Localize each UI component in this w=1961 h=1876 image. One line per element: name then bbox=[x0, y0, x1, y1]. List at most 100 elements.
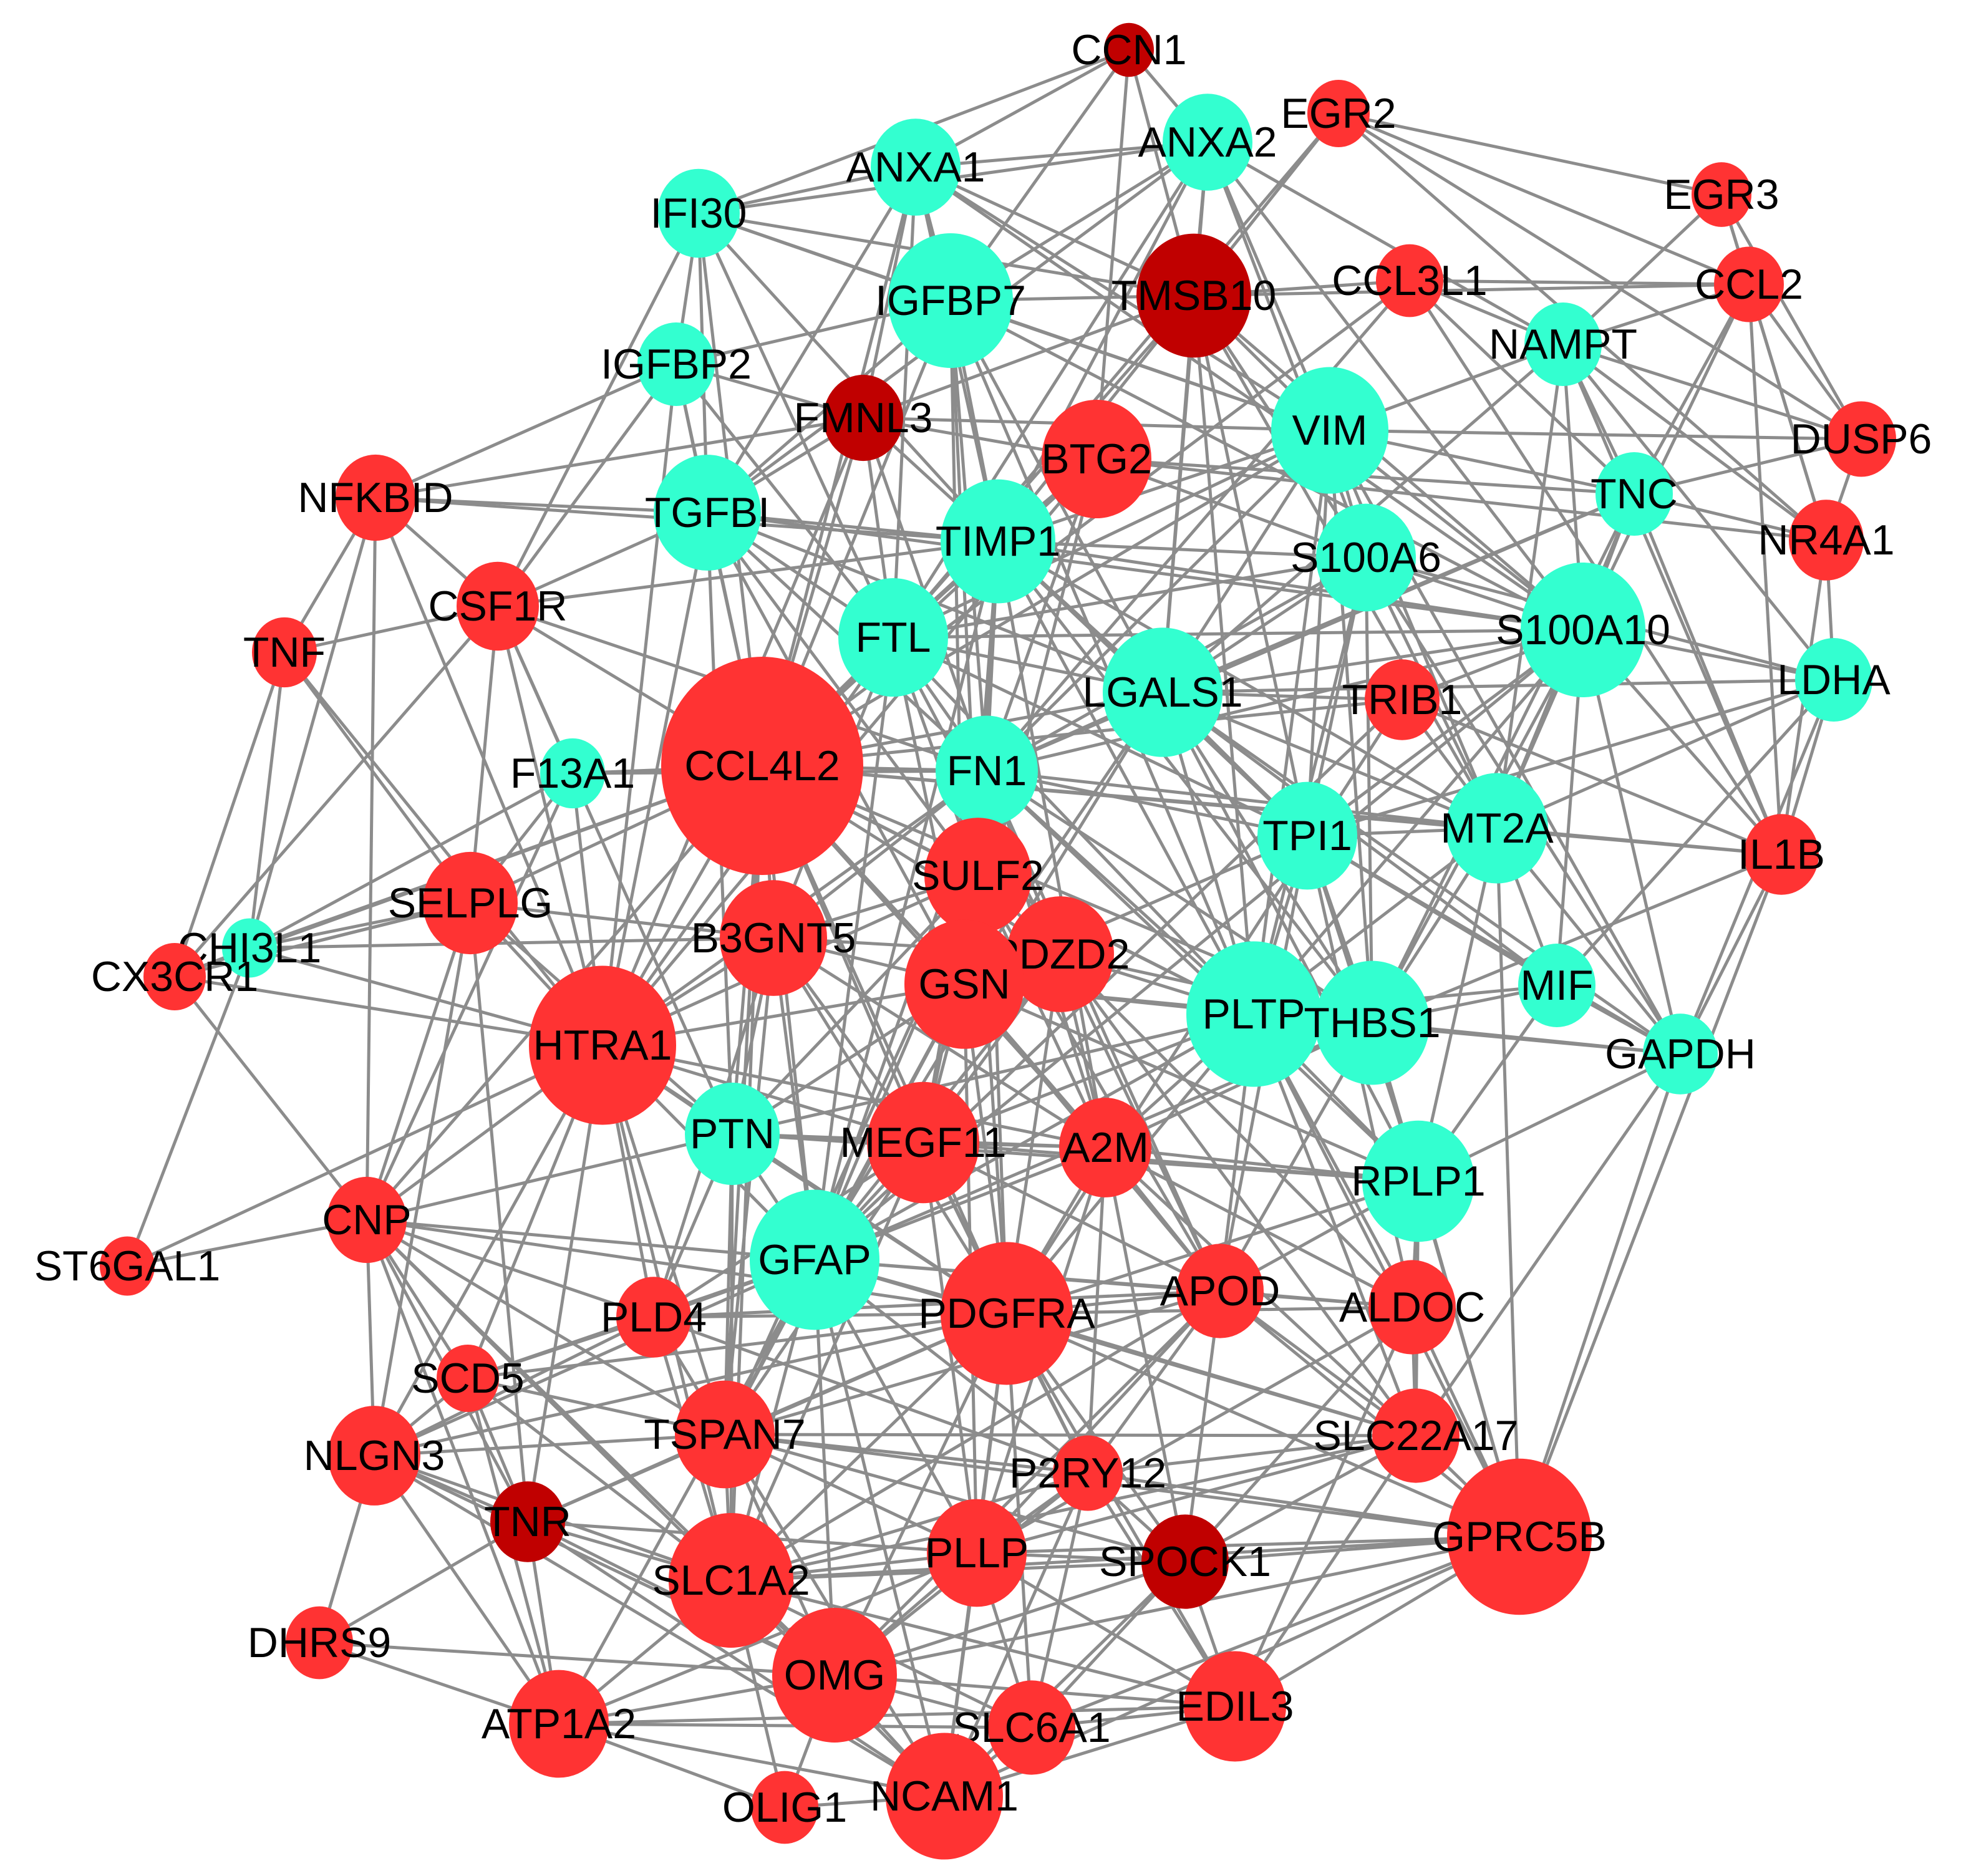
node-TNF[interactable]: TNF bbox=[243, 617, 326, 688]
node-CCL3L1[interactable]: CCL3L1 bbox=[1332, 244, 1488, 317]
node-circle[interactable] bbox=[437, 1345, 499, 1412]
node-ALDOC[interactable]: ALDOC bbox=[1339, 1260, 1485, 1355]
node-circle[interactable] bbox=[1376, 244, 1443, 317]
node-BTG2[interactable]: BTG2 bbox=[1041, 399, 1152, 519]
node-circle[interactable] bbox=[927, 1499, 1027, 1607]
node-circle[interactable] bbox=[669, 1513, 793, 1648]
node-circle[interactable] bbox=[1257, 781, 1357, 890]
node-circle[interactable] bbox=[1595, 452, 1673, 536]
node-RPLP1[interactable]: RPLP1 bbox=[1351, 1120, 1486, 1242]
node-circle[interactable] bbox=[904, 919, 1024, 1049]
node-circle[interactable] bbox=[143, 943, 206, 1010]
node-PTN[interactable]: PTN bbox=[685, 1082, 780, 1186]
node-THBS1[interactable]: THBS1 bbox=[1304, 960, 1441, 1085]
node-circle[interactable] bbox=[1184, 1651, 1286, 1762]
node-F13A1[interactable]: F13A1 bbox=[510, 738, 635, 809]
node-IFI30[interactable]: IFI30 bbox=[651, 168, 747, 258]
node-FTL[interactable]: FTL bbox=[838, 578, 948, 697]
node-circle[interactable] bbox=[457, 561, 539, 651]
node-MT2A[interactable]: MT2A bbox=[1440, 773, 1554, 884]
node-PDGFRA[interactable]: PDGFRA bbox=[918, 1242, 1095, 1385]
node-circle[interactable] bbox=[924, 818, 1032, 934]
node-CNP[interactable]: CNP bbox=[322, 1176, 412, 1264]
node-TPI1[interactable]: TPI1 bbox=[1257, 781, 1357, 890]
node-circle[interactable] bbox=[685, 1082, 780, 1186]
node-TNR[interactable]: TNR bbox=[484, 1481, 571, 1562]
node-SULF2[interactable]: SULF2 bbox=[912, 818, 1044, 934]
node-B3GNT5[interactable]: B3GNT5 bbox=[691, 880, 856, 996]
node-LDHA[interactable]: LDHA bbox=[1777, 638, 1891, 722]
node-VIM[interactable]: VIM bbox=[1271, 367, 1388, 494]
node-NLGN3[interactable]: NLGN3 bbox=[304, 1406, 445, 1506]
node-circle[interactable] bbox=[1042, 399, 1151, 519]
node-SELPLG[interactable]: SELPLG bbox=[388, 851, 553, 955]
node-S100A10[interactable]: S100A10 bbox=[1496, 563, 1670, 697]
node-circle[interactable] bbox=[1176, 1244, 1264, 1338]
node-circle[interactable] bbox=[1362, 1120, 1474, 1242]
node-circle[interactable] bbox=[886, 1733, 1003, 1860]
node-CCL4L2[interactable]: CCL4L2 bbox=[661, 657, 863, 875]
node-SCD5[interactable]: SCD5 bbox=[411, 1345, 525, 1412]
node-circle[interactable] bbox=[1446, 773, 1548, 884]
node-EGR3[interactable]: EGR3 bbox=[1663, 162, 1779, 227]
node-circle[interactable] bbox=[1368, 1260, 1456, 1355]
node-circle[interactable] bbox=[1059, 1098, 1151, 1197]
node-circle[interactable] bbox=[490, 1481, 565, 1562]
node-circle[interactable] bbox=[1372, 1388, 1460, 1483]
node-DUSP6[interactable]: DUSP6 bbox=[1791, 401, 1932, 477]
node-A2M[interactable]: A2M bbox=[1059, 1098, 1151, 1197]
node-circle[interactable] bbox=[988, 1680, 1075, 1775]
node-EGR2[interactable]: EGR2 bbox=[1281, 80, 1397, 147]
node-NFKBID[interactable]: NFKBID bbox=[298, 454, 453, 541]
node-circle[interactable] bbox=[772, 1608, 897, 1743]
node-LGALS1[interactable]: LGALS1 bbox=[1082, 627, 1243, 757]
node-circle[interactable] bbox=[657, 168, 740, 258]
node-circle[interactable] bbox=[1163, 94, 1252, 191]
node-ANXA1[interactable]: ANXA1 bbox=[846, 118, 985, 216]
node-circle[interactable] bbox=[100, 1236, 155, 1296]
node-circle[interactable] bbox=[327, 1176, 407, 1264]
node-circle[interactable] bbox=[1789, 500, 1864, 581]
node-circle[interactable] bbox=[1365, 659, 1440, 740]
node-SLC1A2[interactable]: SLC1A2 bbox=[652, 1513, 810, 1648]
node-circle[interactable] bbox=[750, 1189, 879, 1330]
node-circle[interactable] bbox=[1795, 638, 1872, 722]
node-CHI3L1[interactable]: CHI3L1 bbox=[178, 918, 322, 978]
node-circle[interactable] bbox=[1826, 401, 1896, 477]
node-CSF1R[interactable]: CSF1R bbox=[429, 561, 568, 651]
node-circle[interactable] bbox=[1186, 941, 1321, 1087]
node-TNC[interactable]: TNC bbox=[1591, 452, 1678, 536]
node-TRIB1[interactable]: TRIB1 bbox=[1342, 659, 1463, 740]
node-SLC22A17[interactable]: SLC22A17 bbox=[1314, 1388, 1519, 1483]
node-IGFBP2[interactable]: IGFBP2 bbox=[601, 322, 752, 406]
node-circle[interactable] bbox=[222, 918, 277, 978]
node-circle[interactable] bbox=[838, 578, 948, 697]
node-MEGF11[interactable]: MEGF11 bbox=[840, 1081, 1007, 1204]
node-circle[interactable] bbox=[1524, 302, 1602, 386]
node-circle[interactable] bbox=[1521, 563, 1645, 697]
node-NR4A1[interactable]: NR4A1 bbox=[1758, 500, 1895, 581]
node-CCL2[interactable]: CCL2 bbox=[1695, 246, 1803, 322]
node-MIF[interactable]: MIF bbox=[1518, 944, 1595, 1027]
node-circle[interactable] bbox=[941, 479, 1055, 604]
node-circle[interactable] bbox=[823, 374, 903, 462]
node-circle[interactable] bbox=[888, 233, 1013, 368]
node-circle[interactable] bbox=[1643, 1013, 1718, 1095]
node-circle[interactable] bbox=[871, 118, 961, 216]
node-CCN1[interactable]: CCN1 bbox=[1071, 22, 1187, 77]
node-PLTP[interactable]: PLTP bbox=[1186, 941, 1321, 1087]
node-circle[interactable] bbox=[252, 617, 317, 688]
node-GAPDH[interactable]: GAPDH bbox=[1605, 1013, 1756, 1095]
node-circle[interactable] bbox=[1104, 22, 1154, 77]
node-APOD[interactable]: APOD bbox=[1160, 1244, 1281, 1338]
node-circle[interactable] bbox=[1744, 814, 1819, 895]
node-circle[interactable] bbox=[336, 454, 415, 541]
node-IL1B[interactable]: IL1B bbox=[1738, 814, 1825, 895]
node-circle[interactable] bbox=[1103, 627, 1223, 757]
node-circle[interactable] bbox=[1518, 944, 1595, 1027]
node-HTRA1[interactable]: HTRA1 bbox=[529, 965, 676, 1125]
node-PLLP[interactable]: PLLP bbox=[925, 1499, 1029, 1607]
node-circle[interactable] bbox=[720, 880, 827, 996]
node-ANXA2[interactable]: ANXA2 bbox=[1138, 94, 1277, 191]
node-SLC6A1[interactable]: SLC6A1 bbox=[952, 1680, 1111, 1775]
